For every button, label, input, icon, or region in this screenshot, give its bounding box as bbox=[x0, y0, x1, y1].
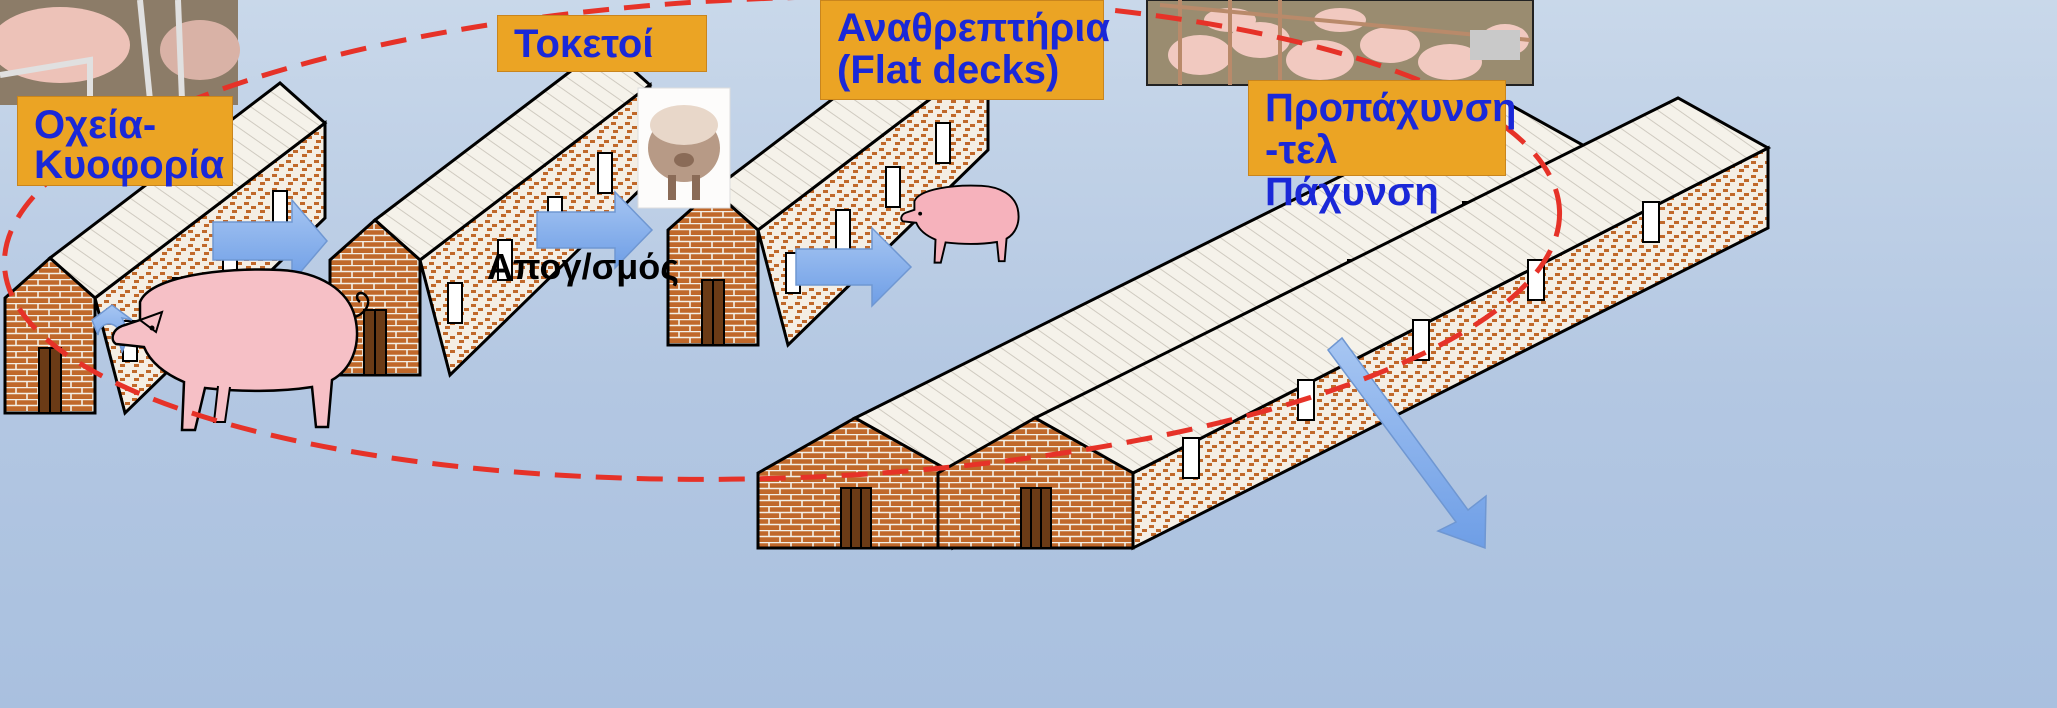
pen-photo bbox=[1147, 0, 1533, 85]
sow-stall-photo bbox=[0, 0, 240, 105]
label-finishing: Προπάχυνση -τελ Πάχυνση bbox=[1248, 80, 1506, 176]
label-weaning: Απογ/σμός bbox=[487, 246, 679, 288]
label-nursery: Αναθρεπτήρια (Flat decks) bbox=[820, 0, 1104, 100]
label-farrowing: Τοκετοί bbox=[497, 15, 707, 72]
label-breeding: Οχεία- Κυοφορία bbox=[17, 96, 233, 186]
pig-icon bbox=[901, 186, 1018, 263]
piglet-photo bbox=[638, 88, 730, 208]
